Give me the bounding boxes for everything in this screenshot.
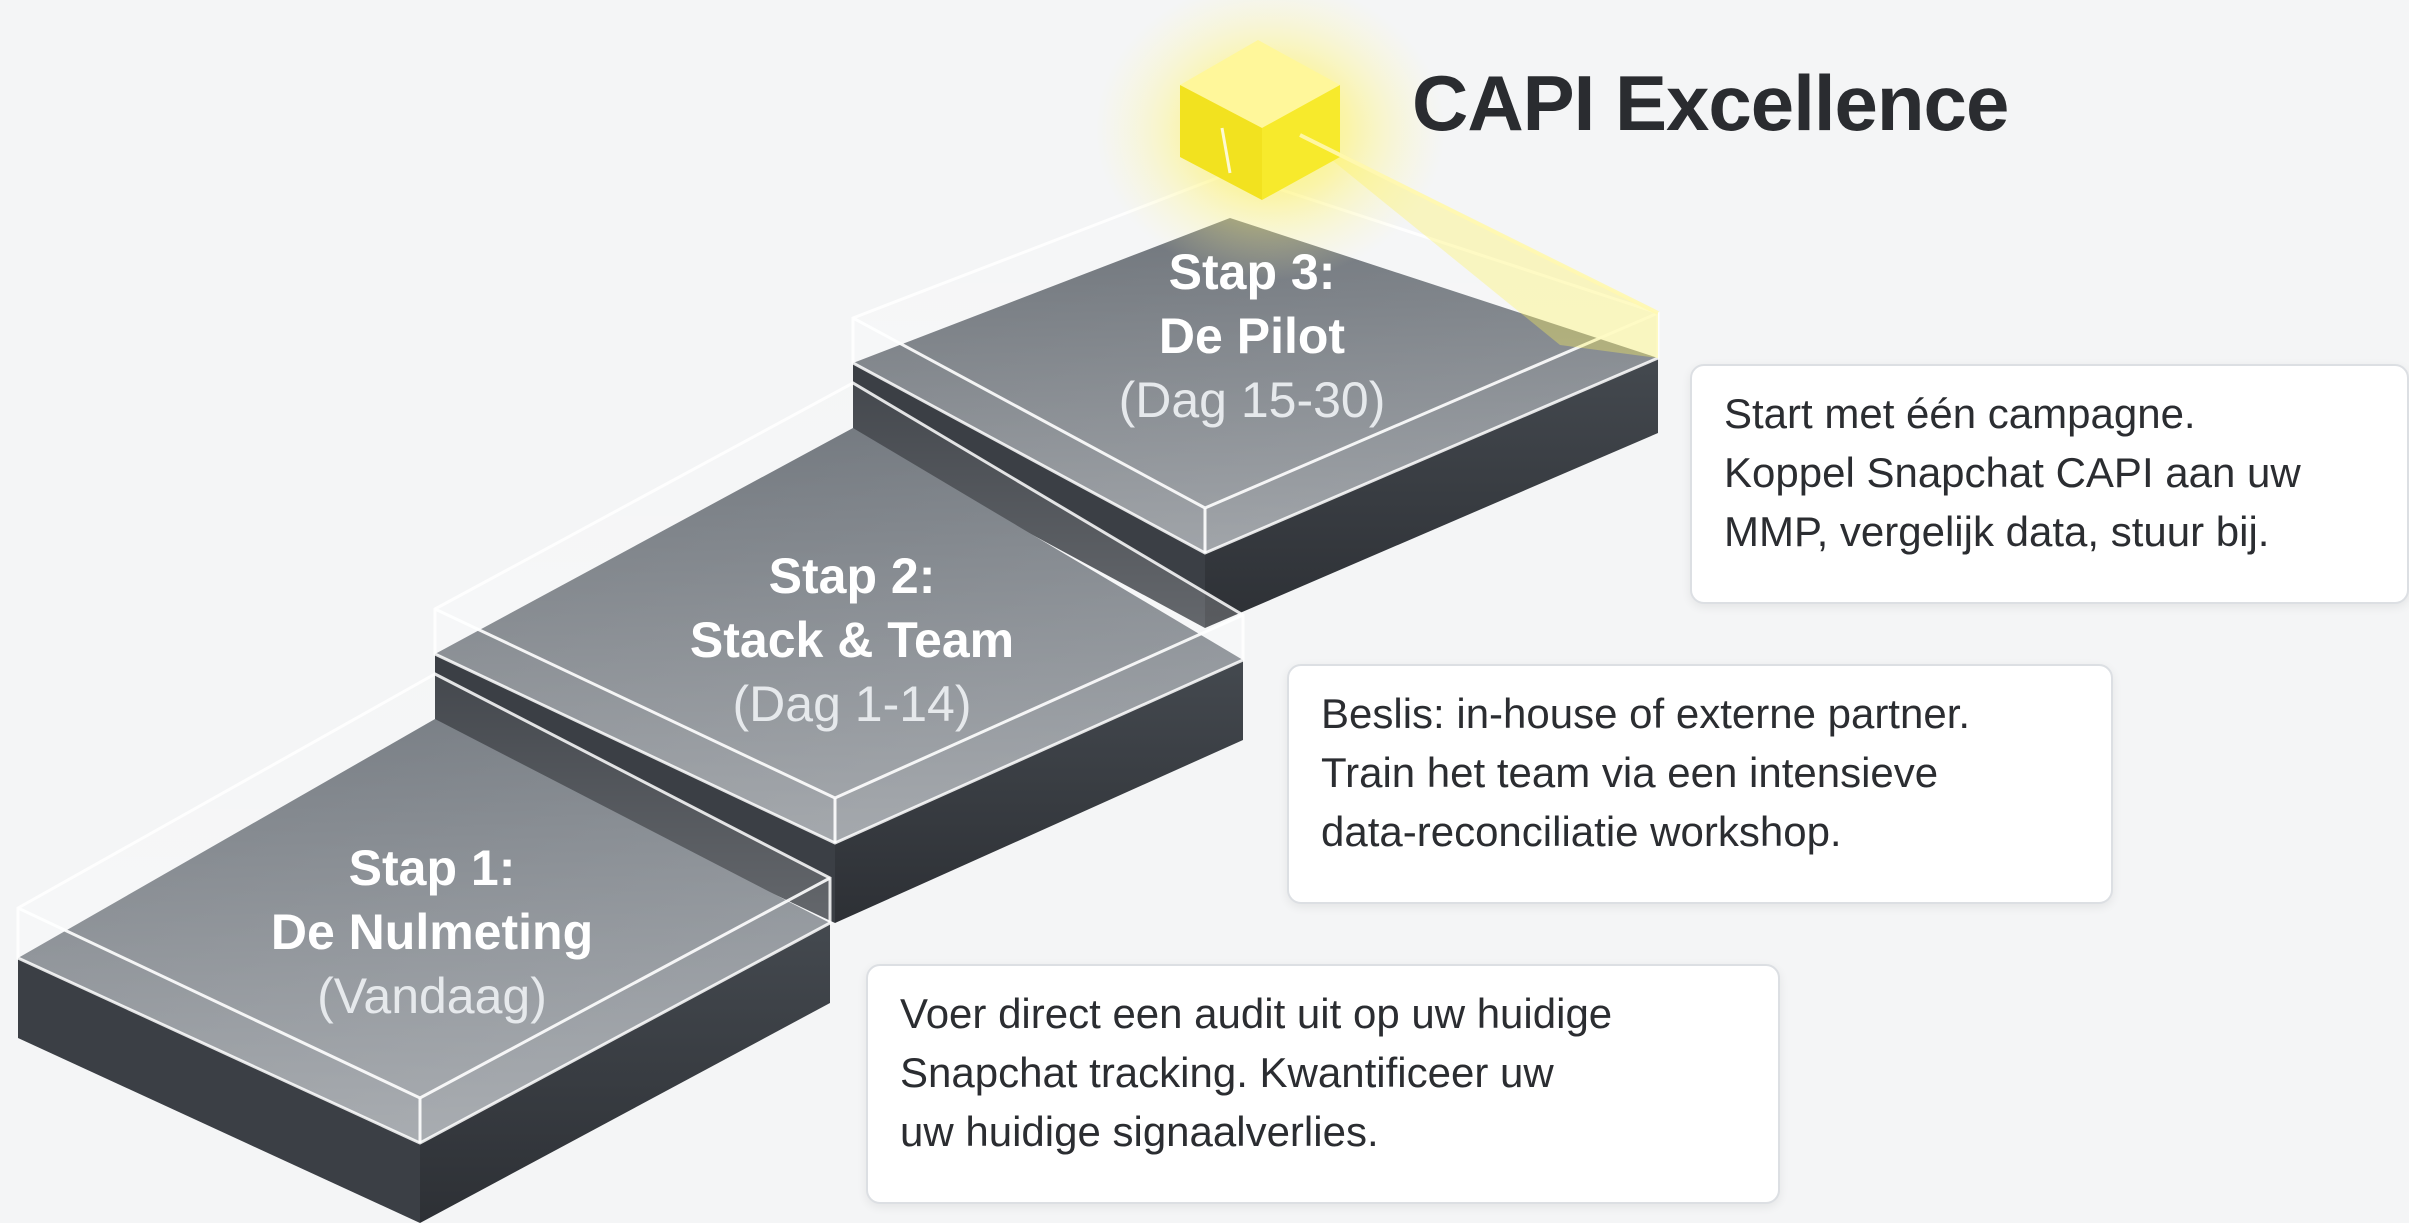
goal-line-right — [1299, 133, 1659, 315]
step-3-side-right — [1205, 358, 1658, 628]
goal-cube-right — [1262, 85, 1340, 200]
step-1-description-line: uw huidige signaalverlies. — [900, 1108, 1379, 1155]
goal-cube-top — [1180, 40, 1340, 128]
step-2-description-line: Beslis: in-house of externe partner. — [1321, 690, 1971, 737]
step-2-name: Stack & Team — [689, 612, 1015, 668]
step-2-label: Stap 2: Stack & Team (Dag 1-14) — [552, 544, 1152, 736]
step-1-side-front — [18, 958, 420, 1223]
step-3-label: Stap 3: De Pilot (Dag 15-30) — [952, 240, 1552, 432]
diagram-title: CAPI Excellence — [1412, 59, 2009, 147]
step-1-label: Stap 1: De Nulmeting (Vandaag) — [132, 836, 732, 1028]
step-1-description-card: Voer direct een audit uit op uw huidige … — [866, 964, 1780, 1204]
step-2-number: Stap 2: — [768, 548, 936, 604]
goal-glow-right — [1295, 130, 1658, 358]
step-1-number: Stap 1: — [348, 840, 516, 896]
goal-cube-left — [1180, 85, 1262, 200]
step-1-description-line: Snapchat tracking. Kwantificeer uw — [900, 1049, 1554, 1096]
step-3-description-line: MMP, vergelijk data, stuur bij. — [1724, 508, 2270, 555]
step-3-number: Stap 3: — [1168, 244, 1336, 300]
step-1-block — [16, 672, 832, 1223]
step-2-glass — [433, 381, 1245, 845]
step-2-description-line: data-reconciliatie workshop. — [1321, 808, 1842, 855]
step-3-description-line: Start met één campagne. — [1724, 390, 2196, 437]
step-1-side-right — [420, 923, 830, 1223]
step-3-description-card: Start met één campagne. Koppel Snapchat … — [1690, 364, 2409, 604]
step-1-description-line: Voer direct een audit uit op uw huidige — [900, 990, 1613, 1037]
step-2-period: (Dag 1-14) — [732, 676, 972, 732]
step-1-glass — [16, 672, 832, 1145]
step-1-name: De Nulmeting — [270, 904, 594, 960]
step-1-period: (Vandaag) — [317, 968, 547, 1024]
glowing-goal-cube-icon — [1095, 0, 1659, 358]
step-3-description-line: Koppel Snapchat CAPI aan uw — [1724, 449, 2301, 496]
step-3-period: (Dag 15-30) — [1118, 372, 1386, 428]
step-3-name: De Pilot — [1158, 308, 1346, 364]
step-2-description-line: Train het team via een intensieve — [1321, 749, 1939, 796]
step-2-description-card: Beslis: in-house of externe partner. Tra… — [1287, 664, 2113, 904]
goal-line-left — [1220, 127, 1232, 174]
step-2-side-right — [835, 660, 1243, 923]
